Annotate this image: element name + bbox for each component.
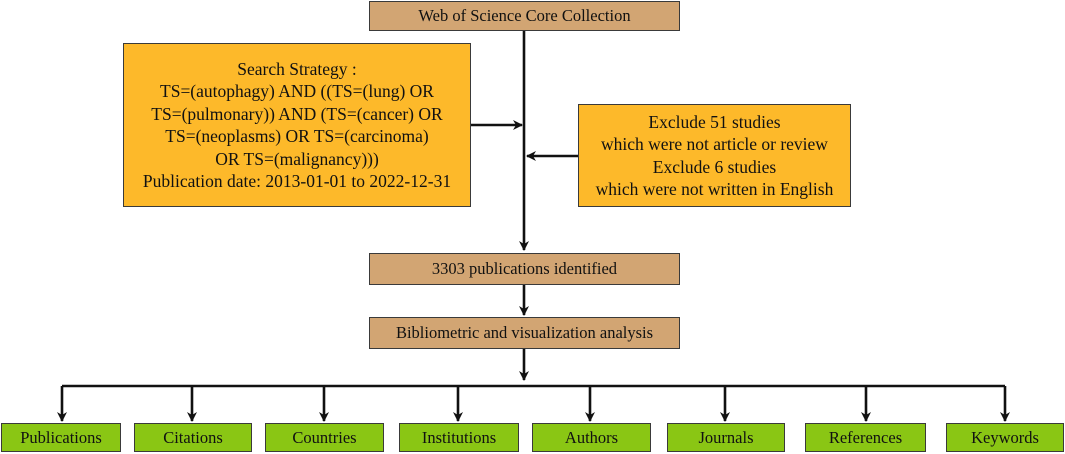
category-publications: Publications <box>1 423 121 452</box>
strategy-line: OR TS=(malignancy))) <box>215 148 379 169</box>
strategy-line: TS=(neoplasms) OR TS=(carcinoma) <box>165 126 429 146</box>
exclusion-line: Exclude 6 studies <box>652 156 777 177</box>
strategy-line: Publication date: 2013-01-01 to 2022-12-… <box>142 171 452 191</box>
category-references: References <box>805 423 926 452</box>
source-database-box: Web of Science Core Collection <box>369 1 680 31</box>
category-countries: Countries <box>265 423 384 452</box>
exclusion-line: which were not article or review <box>601 134 828 154</box>
category-citations: Citations <box>134 423 252 452</box>
category-authors: Authors <box>532 423 651 452</box>
exclusion-line: Exclude 51 studies <box>648 111 781 132</box>
strategy-line: TS=(autophagy) AND ((TS=(lung) OR <box>160 81 434 101</box>
exclusion-line: which were not written in English <box>595 179 834 199</box>
analysis-box: Bibliometric and visualization analysis <box>369 317 680 349</box>
category-institutions: Institutions <box>399 423 519 452</box>
exclusion-criteria-box: Exclude 51 studies which were not articl… <box>578 104 851 207</box>
strategy-line: Search Strategy : <box>237 58 357 79</box>
strategy-line: TS=(pulmonary)) AND (TS=(cancer) OR <box>151 103 443 124</box>
category-journals: Journals <box>667 423 785 452</box>
identified-publications-box: 3303 publications identified <box>369 253 680 285</box>
category-keywords: Keywords <box>946 423 1064 452</box>
search-strategy-box: Search Strategy : TS=(autophagy) AND ((T… <box>123 43 471 207</box>
